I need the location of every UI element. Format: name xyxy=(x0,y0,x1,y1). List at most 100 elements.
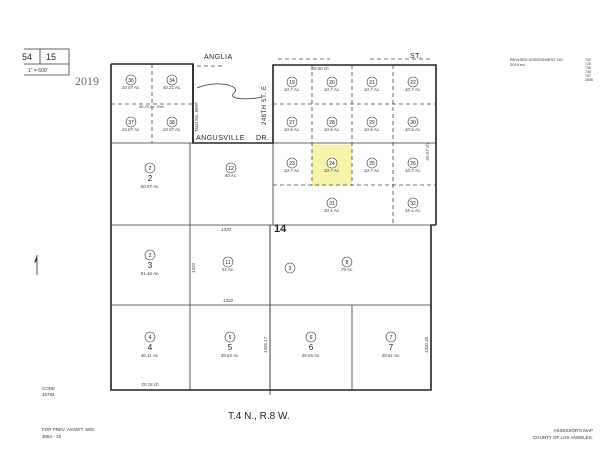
parcel-9[interactable]: 9 xyxy=(284,262,296,274)
parcel-number: 7 xyxy=(390,335,393,341)
parcel-number-circle xyxy=(305,331,317,343)
parcel-8[interactable]: 879 Ac. xyxy=(341,256,354,272)
township-range: T.4 N., R.8 W. xyxy=(228,411,290,422)
parcel-number-circle xyxy=(286,116,298,128)
svg-text:1326.17: 1326.17 xyxy=(263,336,268,353)
code-label: CODE xyxy=(42,386,55,391)
parcel-label: 7 xyxy=(389,343,394,352)
parcel-number: 30 xyxy=(410,120,416,126)
parcel-number-circle xyxy=(385,331,397,343)
parcel-acreage: 10.6 Ac. xyxy=(284,127,300,132)
dimension-labels: 20.00 ch 40.29 Ac. Rec. 1320 1320 1320 2… xyxy=(139,66,430,387)
svg-text:REVISED ASSESSMENT NO.: REVISED ASSESSMENT NO. xyxy=(510,57,564,62)
svg-text:1320: 1320 xyxy=(191,262,196,273)
parcel-acreage: 10.6 Ac. xyxy=(405,127,421,132)
parcel-acreage: 10.07 Ac. xyxy=(163,127,182,132)
road-labels: ANGLIA ST. ANGUSVILLE DR. 248TH ST. E Tr… xyxy=(194,53,421,142)
footer: CODE 16784 T.4 N., R.8 W. FOR PREV. ASSM… xyxy=(42,386,593,440)
parcel-number: 32 xyxy=(410,201,416,207)
parcel-number-circle xyxy=(407,76,419,88)
parcel-acreage: 79 Ac. xyxy=(341,267,354,272)
parcel-number: 31 xyxy=(329,201,335,207)
parcel-acreage: 10.7 Ac. xyxy=(324,168,340,173)
parcel-acreage: 10.7 Ac. xyxy=(405,87,421,92)
road-dr: DR. xyxy=(256,135,270,142)
parcel-label: 3 xyxy=(148,261,153,270)
parcel-number: 36 xyxy=(128,78,134,84)
parcel-number-circle xyxy=(326,76,338,88)
svg-text:1320: 1320 xyxy=(221,227,232,232)
parcel-acreage: 15 ± Ac. xyxy=(405,208,421,213)
parcel-number: 27 xyxy=(289,120,295,126)
svg-text:2019 ed.: 2019 ed. xyxy=(510,62,526,67)
parcel-number-circle xyxy=(407,157,419,169)
scale: 1" = 600' xyxy=(28,68,48,74)
road-angusville: ANGUSVILLE xyxy=(196,135,245,142)
parcel-acreage: 40 Ac. xyxy=(225,173,238,178)
parcel-acreage: 10.7 Ac. xyxy=(324,87,340,92)
parcel-acreage: 40.11 Ac. xyxy=(141,353,160,358)
parcel-acreage: 81.46 Ac. xyxy=(141,271,160,276)
parcel-number: 21 xyxy=(369,80,375,86)
parcel-number: 24 xyxy=(329,161,335,167)
parcel-number-circle xyxy=(166,116,178,128)
parcel-acreage: 39.61 Ac. xyxy=(382,353,401,358)
parcel-number: 5 xyxy=(229,335,232,341)
year-stamp: 2019 xyxy=(75,74,99,88)
parcel-acreage: 10.7 Ac. xyxy=(284,168,300,173)
parcel-acreage: 51 Ac. xyxy=(222,267,235,272)
parcel-acreage: 39.55 Ac. xyxy=(302,353,321,358)
parcel-number: 11 xyxy=(225,260,230,266)
parcel-number: 22 xyxy=(410,80,416,86)
road-248th: 248TH ST. E xyxy=(262,85,268,125)
parcel-number-circle xyxy=(366,116,378,128)
parcel-label: 2 xyxy=(148,174,153,183)
parcel-acreage: 10.07 Ac. xyxy=(122,127,141,132)
assessor-map-label: ASSESSOR'S MAP xyxy=(553,428,593,433)
prev-assessment-label: FOR PREV. ASSM'T. SEE: xyxy=(42,427,95,432)
parcel-number: 23 xyxy=(289,161,295,167)
county-label: COUNTY OF LOS ANGELES. xyxy=(533,435,593,440)
parcel-number: 8 xyxy=(346,260,349,266)
parcel-acreage: 10.7 Ac. xyxy=(284,87,300,92)
parcel-number-circle xyxy=(326,157,338,169)
parcel-lines xyxy=(110,58,437,395)
parcel-acreage: 10.7 Ac. xyxy=(364,168,380,173)
parcel-number-circle xyxy=(166,74,178,86)
book-number: 54 xyxy=(22,52,32,62)
parcel-acreage: 10.07 Ac. xyxy=(122,85,141,90)
parcel-number: 4 xyxy=(149,335,152,341)
parcel-acreage: 10.7 Ac. xyxy=(405,168,421,173)
parcel-number-circle xyxy=(225,162,237,174)
page-number: 15 xyxy=(46,52,56,62)
parcel-number: 20 xyxy=(329,80,335,86)
parcel-number: 25 xyxy=(369,161,375,167)
